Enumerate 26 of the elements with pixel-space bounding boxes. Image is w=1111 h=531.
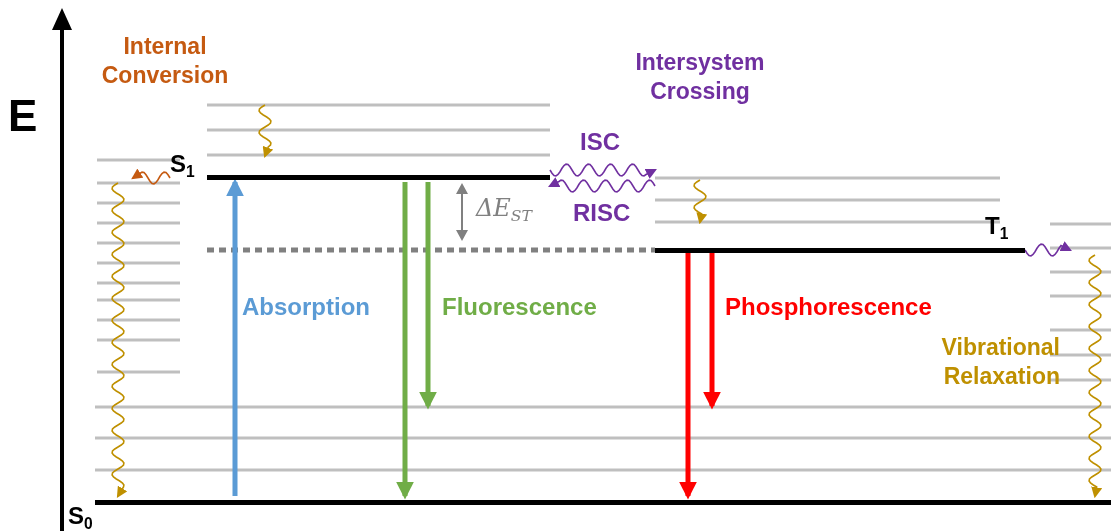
- process-label: Intersystem Crossing: [634, 48, 766, 106]
- axis-label: E: [8, 90, 38, 142]
- edge-label: ISC: [580, 127, 620, 157]
- state-label: T$_{1}$: [985, 214, 1009, 243]
- wavy-arrow: [1024, 241, 1072, 257]
- transition-arrow: [419, 182, 437, 410]
- edge-label: RISC: [573, 198, 631, 228]
- gap-label: ΔE$_{ST}$: [476, 193, 532, 227]
- edge-label: Phosphorescence: [725, 292, 932, 322]
- wavy-arrow: [1088, 254, 1103, 499]
- wavy-arrow: [548, 177, 656, 193]
- wavy-arrow: [111, 182, 128, 498]
- transition-arrow: [226, 178, 244, 496]
- wavy-arrow: [549, 163, 657, 179]
- process-label: Internal Conversion: [100, 32, 230, 90]
- edge-label: Fluorescence: [442, 292, 597, 322]
- wavy-arrow: [693, 179, 708, 225]
- transition-arrow: [679, 253, 697, 500]
- transition-arrow: [396, 182, 414, 500]
- process-label: Vibrational Relaxation: [940, 333, 1060, 391]
- state-label: S$_{0}$: [68, 504, 93, 531]
- transition-arrow: [703, 253, 721, 410]
- wavy-arrow: [131, 168, 171, 185]
- edge-label: Absorption: [242, 292, 370, 322]
- wavy-arrow: [258, 104, 274, 159]
- state-label: S$_{1}$: [170, 152, 195, 181]
